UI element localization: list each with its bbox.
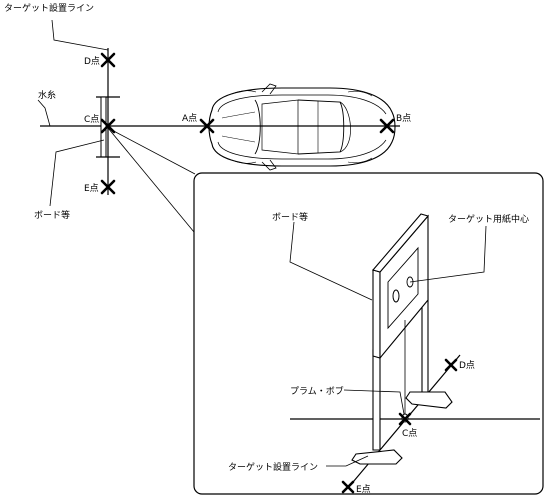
target-center-label: ターゲット用紙中心 <box>448 213 529 225</box>
point-a-label: A点 <box>182 113 197 124</box>
detail-board <box>351 213 453 465</box>
water-line-label: 水糸 <box>38 89 56 101</box>
detail-box: ボード等 ターゲット用紙中心 D点 プラム・ボブ C点 ターゲット設置ライン E… <box>193 172 544 495</box>
target-center-leader <box>409 225 487 283</box>
target-line-leader <box>51 19 109 51</box>
plumb-bob-leader <box>343 389 405 415</box>
point-d-mark <box>100 52 116 68</box>
target-line-detail-leader <box>326 455 369 467</box>
point-b-mark <box>379 118 395 134</box>
overview-diagram: ターゲット設置ライン D点 水糸 C点 A点 B点 E点 ボード等 <box>4 2 411 233</box>
water-line-leader <box>37 99 51 127</box>
target-line-label-detail: ターゲット設置ライン <box>228 461 318 473</box>
car-top-view <box>208 83 396 171</box>
point-e-label-top: E点 <box>84 183 99 194</box>
point-e-detail-mark <box>341 480 355 494</box>
board-label-left: ボード等 <box>34 209 70 221</box>
point-c-detail-mark <box>398 412 412 426</box>
point-e-label-detail: E点 <box>356 484 371 495</box>
plumb-bob-label: プラム・ボブ <box>290 385 344 397</box>
point-d-detail-mark <box>444 358 458 372</box>
point-b-label: B点 <box>396 113 411 124</box>
point-c-label-top: C点 <box>84 114 99 125</box>
point-d-label-detail: D点 <box>459 360 475 371</box>
point-e-mark <box>100 179 116 195</box>
point-a-mark <box>199 118 215 134</box>
point-c-mark <box>100 118 116 134</box>
board-detail-leader <box>289 221 373 301</box>
board-leader <box>49 139 105 207</box>
target-line-label-top: ターゲット設置ライン <box>4 2 94 14</box>
board-label-detail: ボード等 <box>272 211 308 223</box>
point-c-label-detail: C点 <box>402 428 417 439</box>
zoom-line-lower <box>107 127 195 233</box>
zoom-line-upper <box>107 127 196 175</box>
point-d-label-top: D点 <box>84 56 100 67</box>
